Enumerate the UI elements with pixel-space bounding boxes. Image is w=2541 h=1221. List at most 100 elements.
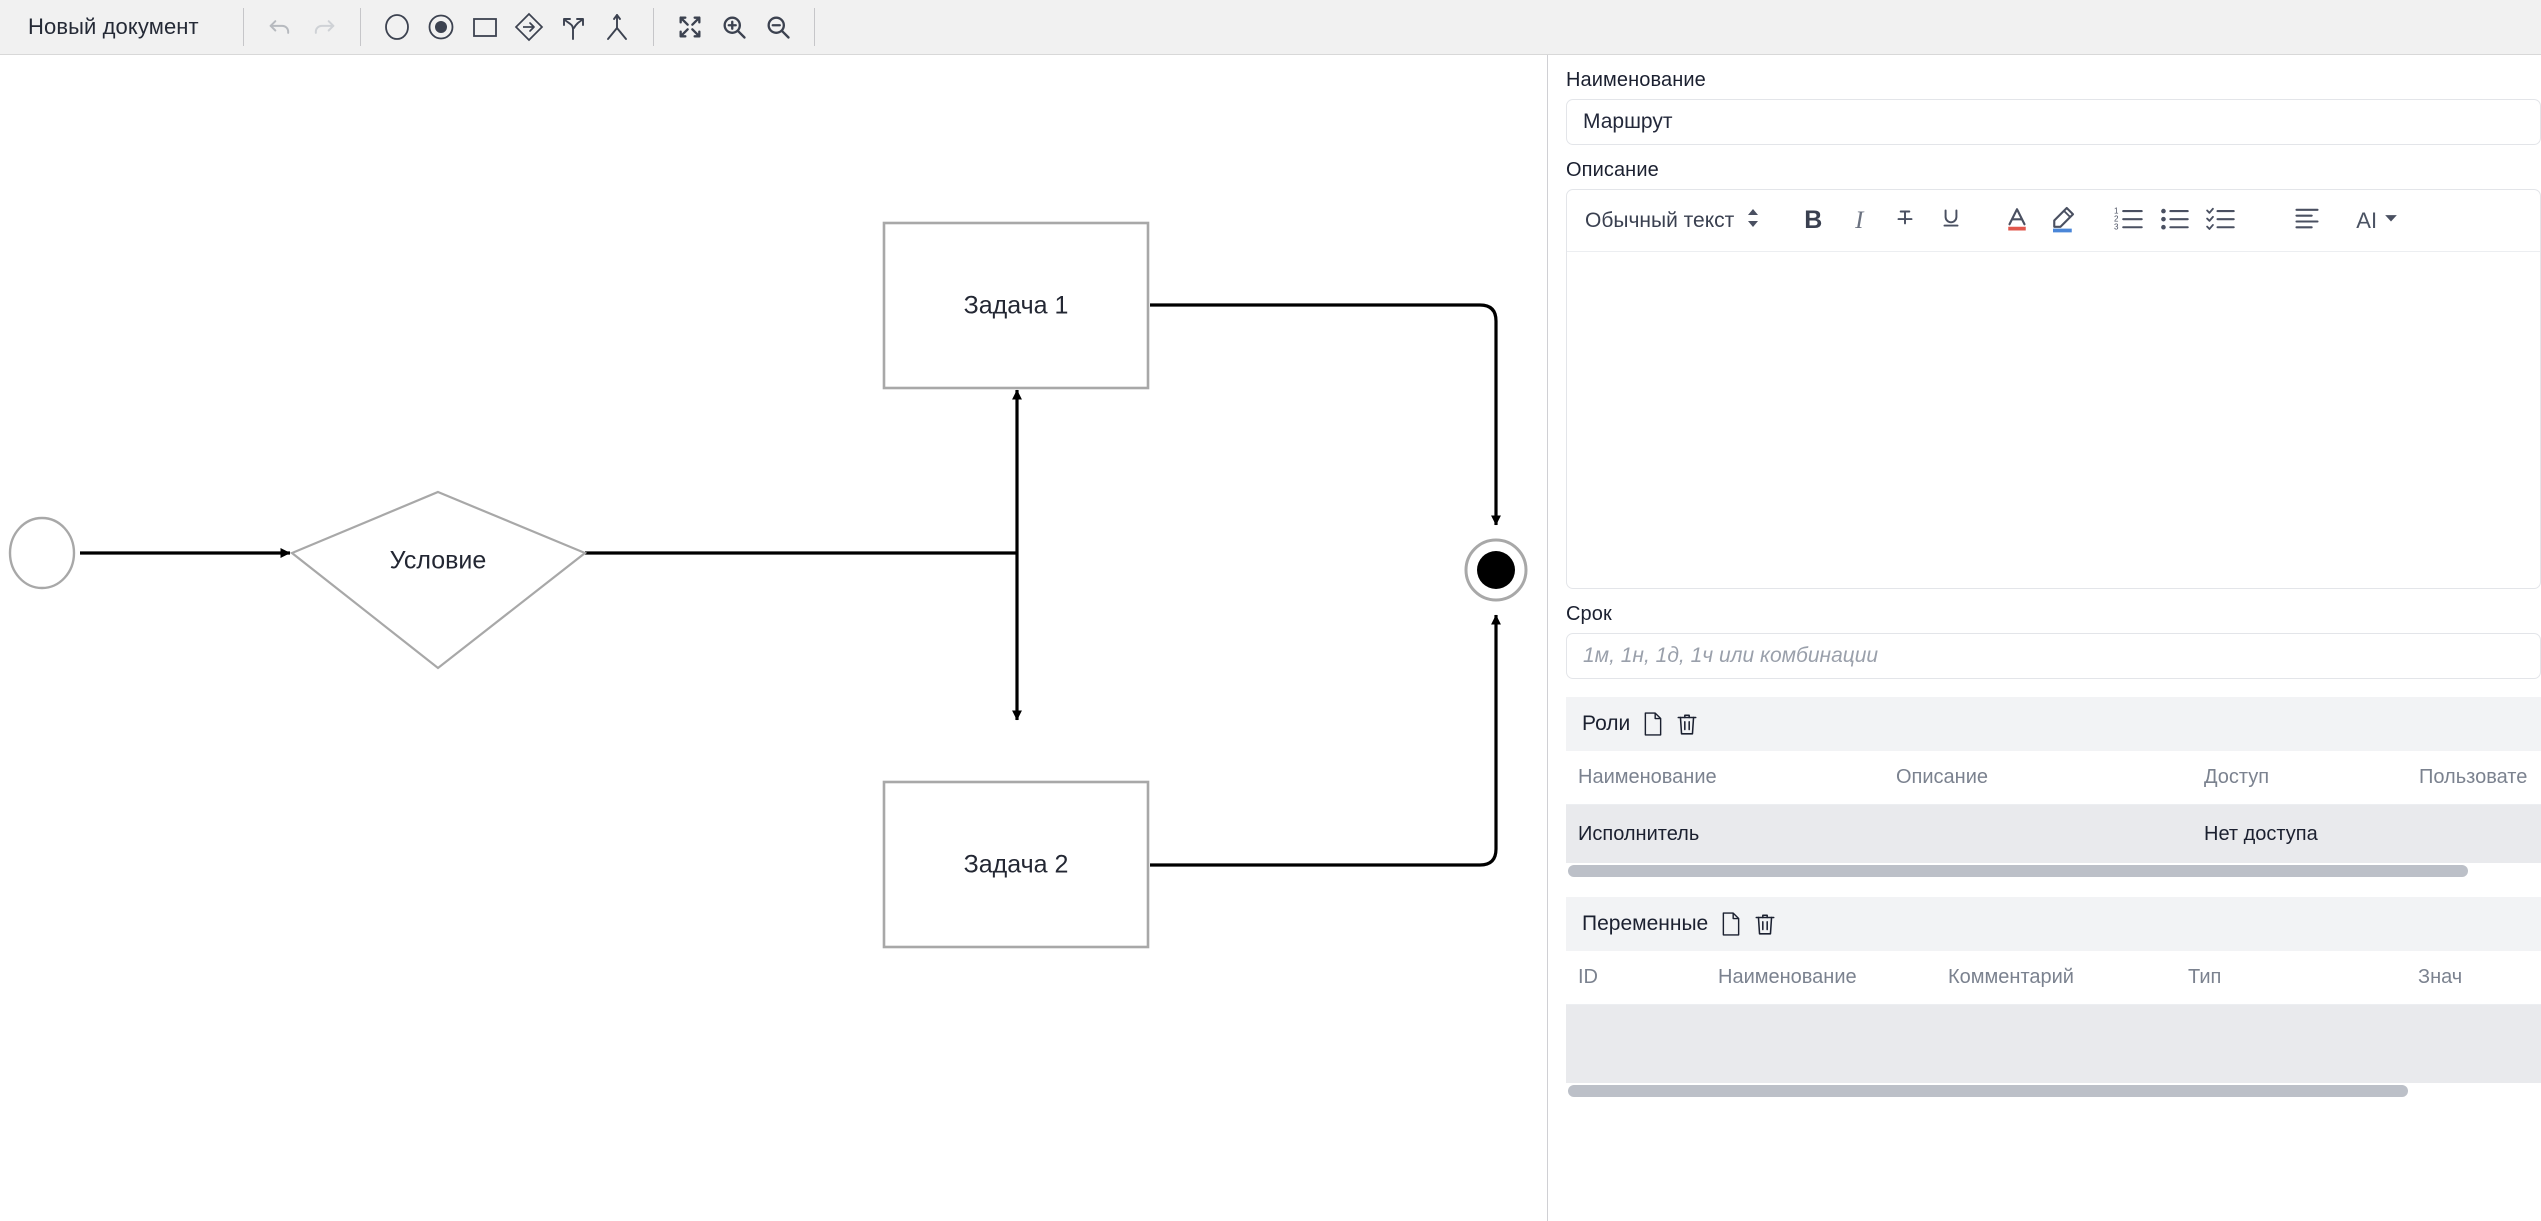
text-color-icon <box>2002 203 2032 238</box>
roles-title: Роли <box>1582 712 1631 735</box>
table-row[interactable]: Исполнитель Нет доступа <box>1566 805 2541 863</box>
node-start-event[interactable] <box>8 516 76 590</box>
align-button[interactable] <box>2284 199 2330 243</box>
vars-col-value: Знач <box>2418 966 2463 988</box>
zoom-out-icon <box>764 13 792 41</box>
vars-col-type: Тип <box>2188 966 2222 988</box>
name-input[interactable]: Маршрут <box>1566 99 2541 145</box>
fit-screen-icon <box>676 13 704 41</box>
checklist-icon <box>2206 204 2236 237</box>
table-row[interactable] <box>1566 1005 2541 1083</box>
toolbar-divider-3 <box>652 8 654 46</box>
gateway-button[interactable] <box>507 7 551 47</box>
svg-text:2: 2 <box>2114 214 2119 223</box>
split-icon <box>557 11 589 43</box>
vars-col-name: Наименование <box>1718 966 1857 988</box>
end-event-button[interactable] <box>419 7 463 47</box>
ai-menu-button[interactable]: AI <box>2350 208 2404 234</box>
align-left-icon <box>2292 204 2322 237</box>
underline-icon <box>1938 205 1964 236</box>
italic-button[interactable]: I <box>1836 199 1882 243</box>
variables-section-header: Переменные <box>1566 897 2541 951</box>
workspace: Условие Задача 1 Задача 2 <box>0 55 2541 1221</box>
undo-icon <box>266 13 294 41</box>
strikethrough-icon <box>1892 205 1918 236</box>
paragraph-style-value: Обычный текст <box>1585 208 1735 232</box>
roles-table: Наименование Описание Доступ Пользовате … <box>1566 751 2541 879</box>
join-button[interactable] <box>595 7 639 47</box>
roles-cell-name: Исполнитель <box>1578 822 1700 845</box>
zoom-in-button[interactable] <box>712 7 756 47</box>
new-document-icon[interactable] <box>1642 712 1664 736</box>
ai-label: AI <box>2356 207 2378 233</box>
fit-screen-button[interactable] <box>668 7 712 47</box>
node-task-2[interactable]: Задача 2 <box>882 780 1150 949</box>
document-title: Новый документ <box>28 14 199 39</box>
roles-cell-access: Нет доступа <box>2204 822 2318 845</box>
bold-button[interactable]: B <box>1790 199 1836 243</box>
split-button[interactable] <box>551 7 595 47</box>
task-2-label: Задача 2 <box>964 851 1069 879</box>
undo-button[interactable] <box>258 7 302 47</box>
zoom-out-button[interactable] <box>756 7 800 47</box>
description-textarea[interactable] <box>1567 252 2540 588</box>
node-gateway[interactable]: Условие <box>289 490 588 670</box>
italic-icon: I <box>1855 206 1864 234</box>
deadline-field-label: Срок <box>1566 603 1612 625</box>
highlight-button[interactable] <box>2040 199 2086 243</box>
svg-text:3: 3 <box>2114 223 2119 232</box>
gateway-label: Условие <box>390 547 487 575</box>
editor-toolbar: Обычный текст B I <box>1567 190 2540 252</box>
variables-scrollbar-thumb[interactable] <box>1568 1085 2408 1097</box>
vars-col-id: ID <box>1578 966 1598 988</box>
variables-horizontal-scrollbar[interactable] <box>1566 1083 2541 1099</box>
node-task-1[interactable]: Задача 1 <box>882 221 1150 390</box>
zoom-in-icon <box>720 13 748 41</box>
variables-section: Переменные <box>1566 897 2541 1099</box>
task-button[interactable] <box>463 7 507 47</box>
toolbar-divider <box>242 8 244 46</box>
new-document-icon[interactable] <box>1720 912 1742 936</box>
bullet-list-icon <box>2160 204 2190 237</box>
underline-button[interactable] <box>1928 199 1974 243</box>
ordered-list-button[interactable]: 1 2 3 <box>2106 199 2152 243</box>
edge-gateway-to-tasks <box>585 389 1022 721</box>
properties-panel: Наименование Маршрут Описание Обычный те… <box>1548 55 2541 1221</box>
roles-horizontal-scrollbar[interactable] <box>1566 863 2541 879</box>
edge-task1-to-end <box>1150 303 1501 526</box>
diagram-canvas[interactable]: Условие Задача 1 Задача 2 <box>0 55 1548 1221</box>
variables-table: ID Наименование Комментарий Тип Знач <box>1566 951 2541 1099</box>
redo-button[interactable] <box>302 7 346 47</box>
ordered-list-icon: 1 2 3 <box>2114 204 2144 237</box>
trash-icon[interactable] <box>1754 912 1776 936</box>
highlighter-icon <box>2048 203 2078 238</box>
join-icon <box>601 11 633 43</box>
gateway-icon <box>512 10 546 44</box>
redo-icon <box>310 13 338 41</box>
node-end-event[interactable] <box>1464 538 1528 602</box>
roles-scrollbar-thumb[interactable] <box>1568 865 2468 877</box>
roles-col-users: Пользовате <box>2419 766 2528 788</box>
roles-section-header: Роли <box>1566 697 2541 751</box>
deadline-input[interactable]: 1м, 1н, 1д, 1ч или комбинации <box>1566 633 2541 679</box>
checklist-button[interactable] <box>2198 199 2244 243</box>
edge-task2-to-end <box>1150 614 1501 867</box>
strikethrough-button[interactable] <box>1882 199 1928 243</box>
start-event-button[interactable] <box>375 7 419 47</box>
roles-col-desc: Описание <box>1896 766 1989 788</box>
bold-icon: B <box>1804 206 1823 234</box>
toolbar-divider-4 <box>813 8 815 46</box>
trash-icon[interactable] <box>1676 712 1698 736</box>
roles-col-access: Доступ <box>2204 766 2270 788</box>
bullet-list-button[interactable] <box>2152 199 2198 243</box>
toolbar-divider-2 <box>359 8 361 46</box>
end-event-icon <box>425 11 457 43</box>
text-color-button[interactable] <box>1994 199 2040 243</box>
top-toolbar: Новый документ <box>0 0 2541 55</box>
description-field-label: Описание <box>1566 159 1659 181</box>
paragraph-style-select[interactable]: Обычный текст <box>1581 203 1768 238</box>
chevron-down-icon <box>2384 211 2398 230</box>
task-1-label: Задача 1 <box>964 292 1069 320</box>
description-editor: Обычный текст B I <box>1566 189 2541 589</box>
